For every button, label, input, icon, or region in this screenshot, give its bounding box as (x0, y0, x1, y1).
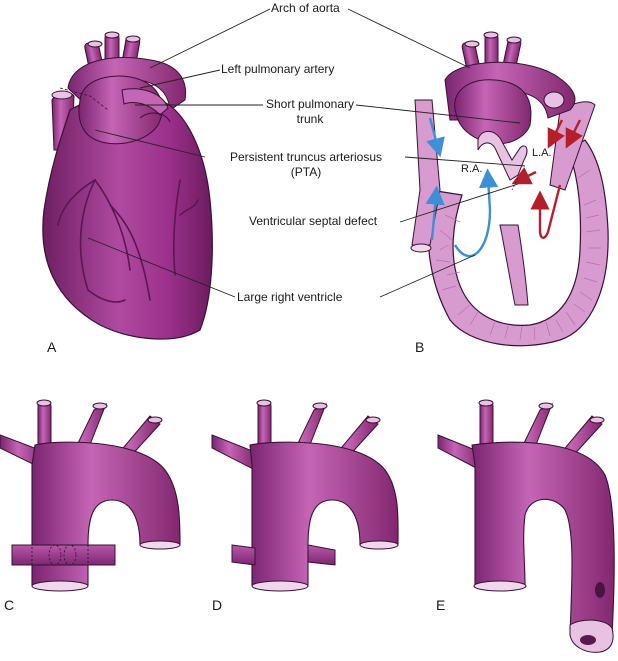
label-arch-of-aorta: Arch of aorta (271, 1, 340, 15)
truncus-b (454, 79, 532, 145)
deoxygenated-flow-b (425, 117, 499, 258)
ductus-c (11, 544, 116, 566)
panel-label-a: A (47, 339, 57, 355)
label-right-atrium: R.A. (461, 163, 483, 175)
coronary-vessels-a (57, 179, 199, 303)
label-pta-line1: Persistent truncus arteriosus (229, 150, 383, 164)
pulmonary-artery-a (121, 88, 169, 116)
label-ventricular-septal-defect: Ventricular septal defect (249, 214, 378, 228)
oxygenated-flow-b (511, 119, 583, 239)
heart-external-a (42, 31, 213, 340)
panel-label-c: C (4, 597, 15, 613)
arch-e-body (471, 441, 615, 636)
label-pta-line2: (PTA) (290, 165, 322, 179)
leader-lines (87, 8, 526, 298)
panel-label-e: E (436, 597, 446, 613)
label-left-pulmonary-artery: Left pulmonary artery (221, 62, 335, 76)
label-large-right-ventricle: Large right ventricle (237, 290, 343, 304)
panel-label-b: B (415, 339, 425, 355)
myocardium-texture-b (435, 169, 601, 341)
right-atrium-wall-b (411, 99, 441, 246)
heart-section-b (410, 31, 609, 347)
label-short-pulmonary-trunk-line1: Short pulmonary (265, 97, 355, 111)
myocardium-b (427, 139, 609, 347)
arch-e (437, 399, 615, 653)
label-short-pulmonary-trunk: Short pulmonary trunk (264, 97, 356, 127)
arch-d (211, 399, 399, 592)
panel-label-d: D (212, 597, 223, 613)
septum-b (499, 224, 529, 306)
label-pta: Persistent truncus arteriosus (PTA) (207, 150, 405, 180)
arch-c (0, 399, 181, 592)
label-short-pulmonary-trunk-line2: trunk (296, 112, 324, 126)
label-left-atrium: L.A. (532, 147, 552, 159)
